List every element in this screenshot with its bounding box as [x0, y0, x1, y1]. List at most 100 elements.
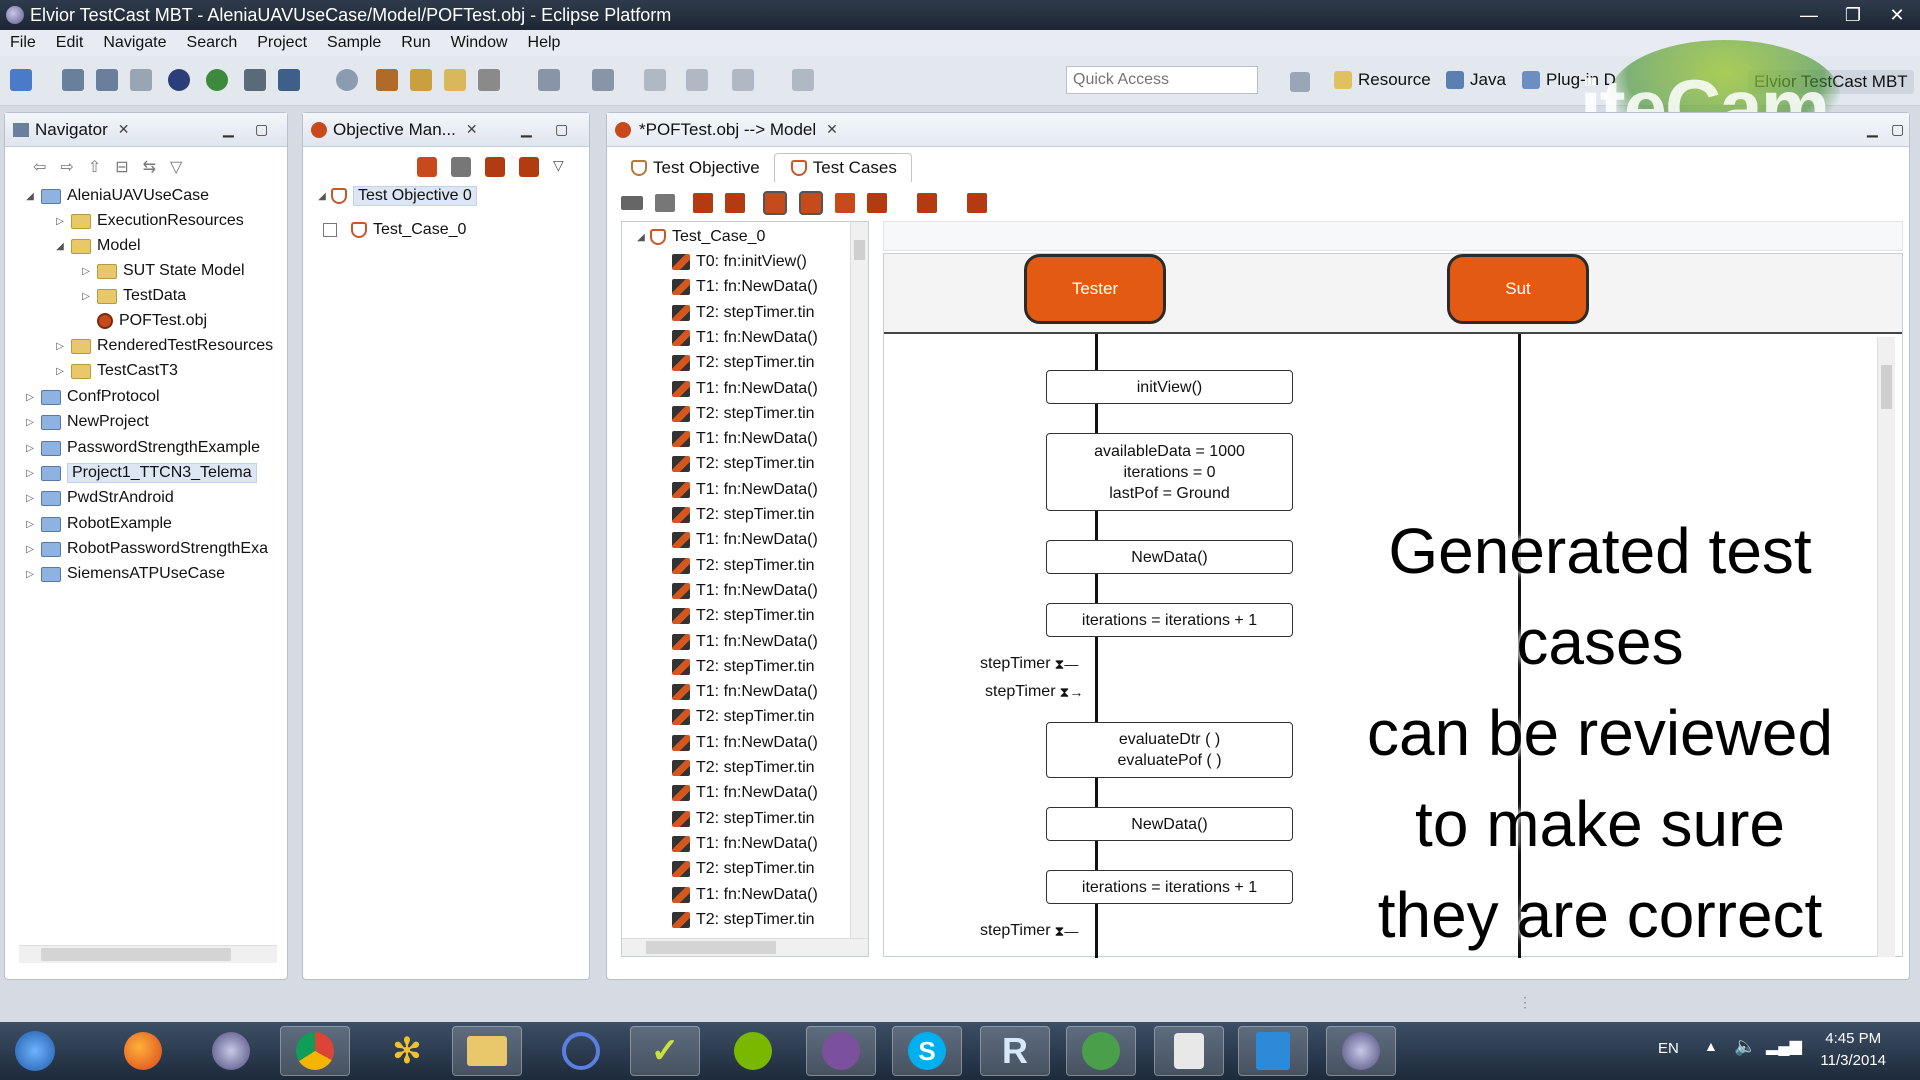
step-tree-vscroll[interactable]: [850, 222, 868, 938]
step-item[interactable]: T2: stepTimer.tin: [672, 757, 815, 779]
step-item[interactable]: T1: fn:NewData(): [672, 580, 818, 602]
viber-icon[interactable]: [806, 1026, 876, 1076]
minimize-button[interactable]: —: [1800, 4, 1818, 25]
menu-run[interactable]: Run: [401, 34, 431, 51]
print-icon[interactable]: [130, 69, 152, 91]
step-item[interactable]: T1: fn:NewData(): [672, 884, 818, 906]
tool-icon[interactable]: [244, 69, 266, 91]
perspective-plugin[interactable]: Plug-in D: [1522, 70, 1616, 90]
step-item[interactable]: T1: fn:NewData(): [672, 479, 818, 501]
export-icon[interactable]: [693, 193, 713, 213]
tree-item[interactable]: POFTest.obj: [93, 310, 207, 332]
up-icon[interactable]: ⇧: [87, 159, 102, 176]
timer-start[interactable]: stepTimer⧗—: [980, 655, 1079, 672]
message-box[interactable]: availableData = 1000 iterations = 0 last…: [1046, 433, 1293, 511]
tree-item[interactable]: ▷TestData: [82, 287, 187, 304]
menu-sample[interactable]: Sample: [327, 34, 382, 51]
firefox-icon[interactable]: [108, 1026, 178, 1076]
close-icon[interactable]: ✕: [826, 121, 838, 137]
tree-item[interactable]: ▷SUT State Model: [82, 262, 245, 279]
last-edit-icon[interactable]: [644, 69, 666, 91]
tree-item[interactable]: ▷TestCastT3: [56, 362, 178, 379]
step-item[interactable]: T1: fn:NewData(): [672, 631, 818, 653]
tree-item[interactable]: ▷Project1_TTCN3_Telema: [23, 462, 257, 484]
prev-annotation-icon[interactable]: [592, 69, 614, 91]
tree-item[interactable]: ◢Test Objective 0: [315, 185, 477, 207]
close-button[interactable]: ✕: [1889, 4, 1905, 25]
step-item[interactable]: T1: fn:NewData(): [672, 428, 818, 450]
arrow-icon[interactable]: [835, 193, 855, 213]
timer-timeout[interactable]: stepTimer⧗→: [985, 683, 1084, 700]
pause-icon[interactable]: [867, 193, 887, 213]
view-menu-icon[interactable]: ▽: [170, 159, 183, 176]
tree-icon[interactable]: [655, 194, 675, 212]
menu-window[interactable]: Window: [450, 34, 508, 51]
minimize-view-icon[interactable]: ▁: [1867, 121, 1878, 137]
tree-item[interactable]: ▷PwdStrAndroid: [26, 489, 174, 506]
delete-icon[interactable]: [451, 157, 471, 177]
tray-expand-icon[interactable]: ▲: [1704, 1038, 1718, 1054]
step-item[interactable]: T2: stepTimer.tin: [672, 453, 815, 475]
language-indicator[interactable]: EN: [1658, 1040, 1679, 1057]
print-icon[interactable]: [621, 196, 643, 210]
menu-navigate[interactable]: Navigate: [103, 34, 167, 51]
network-signal-icon[interactable]: ▂▄▆: [1766, 1038, 1802, 1055]
save-all-icon[interactable]: [96, 69, 118, 91]
eclipse-window-icon[interactable]: [1326, 1026, 1396, 1076]
package-icon[interactable]: [410, 69, 432, 91]
add-icon[interactable]: [417, 157, 437, 177]
new-icon[interactable]: [10, 69, 32, 91]
minimize-view-icon[interactable]: ▁: [223, 121, 234, 137]
tree-item[interactable]: ▷RobotPasswordStrengthExa: [26, 540, 268, 557]
message-box[interactable]: initView(): [1046, 370, 1293, 404]
next-annotation-icon[interactable]: [538, 69, 560, 91]
message-box[interactable]: NewData(): [1046, 807, 1293, 841]
maximize-view-icon[interactable]: ▢: [255, 121, 269, 137]
r-app-icon[interactable]: R: [980, 1026, 1050, 1076]
network-app-icon[interactable]: [546, 1026, 616, 1076]
collapse-all-icon[interactable]: ⊟: [115, 159, 129, 176]
step-item[interactable]: T2: stepTimer.tin: [672, 656, 815, 678]
tree-item[interactable]: ▷SiemensATPUseCase: [26, 565, 225, 582]
step-item[interactable]: T1: fn:NewData(): [672, 681, 818, 703]
menu-search[interactable]: Search: [186, 34, 238, 51]
generate-icon[interactable]: [485, 157, 505, 177]
forward-icon[interactable]: [732, 69, 754, 91]
menu-help[interactable]: Help: [527, 34, 561, 51]
pin-editor-icon[interactable]: [792, 69, 814, 91]
tree-item[interactable]: ▷ConfProtocol: [26, 388, 160, 405]
export-icon[interactable]: [519, 157, 539, 177]
navigator-hscroll[interactable]: [19, 945, 277, 963]
tab-test-objective[interactable]: Test Objective: [619, 153, 770, 182]
fit-icon[interactable]: [917, 193, 937, 213]
step-item[interactable]: T1: fn:NewData(): [672, 276, 818, 298]
chrome-icon[interactable]: [280, 1026, 350, 1076]
back-arrow-icon[interactable]: ⇦: [33, 159, 47, 176]
step-item[interactable]: T0: fn:initView(): [672, 251, 807, 273]
step-item[interactable]: T2: stepTimer.tin: [672, 555, 815, 577]
lifeline-sut[interactable]: Sut: [1447, 254, 1589, 324]
step-item[interactable]: T2: stepTimer.tin: [672, 352, 815, 374]
eclipse-icon[interactable]: [196, 1026, 266, 1076]
export-all-icon[interactable]: [725, 193, 745, 213]
step-item[interactable]: T1: fn:NewData(): [672, 732, 818, 754]
step-item[interactable]: T2: stepTimer.tin: [672, 909, 815, 931]
maximize-button[interactable]: ❐: [1844, 4, 1862, 25]
objective-manager-tab[interactable]: Objective Man... ✕ ▁ ▢: [303, 113, 589, 147]
build-icon[interactable]: [376, 69, 398, 91]
perspective-java[interactable]: Java: [1446, 70, 1506, 90]
step-item[interactable]: T2: stepTimer.tin: [672, 403, 815, 425]
checkmark-app-icon[interactable]: ✓: [630, 1026, 700, 1076]
tree-item[interactable]: ▷RenderedTestResources: [56, 337, 274, 354]
close-icon[interactable]: ✕: [117, 121, 130, 137]
step-item[interactable]: T2: stepTimer.tin: [672, 858, 815, 880]
tree-item[interactable]: ▷NewProject: [26, 413, 149, 430]
refresh-icon[interactable]: [206, 69, 228, 91]
zoom-icon[interactable]: [967, 193, 987, 213]
perspective-resource[interactable]: Resource: [1334, 70, 1431, 90]
debug-icon[interactable]: [168, 69, 190, 91]
volume-icon[interactable]: 🔈: [1734, 1036, 1757, 1056]
editor-tab[interactable]: *POFTest.obj --> Model ✕ ▁ ▢: [607, 113, 1909, 147]
step-item[interactable]: T2: stepTimer.tin: [672, 808, 815, 830]
spotify-icon[interactable]: [718, 1026, 788, 1076]
